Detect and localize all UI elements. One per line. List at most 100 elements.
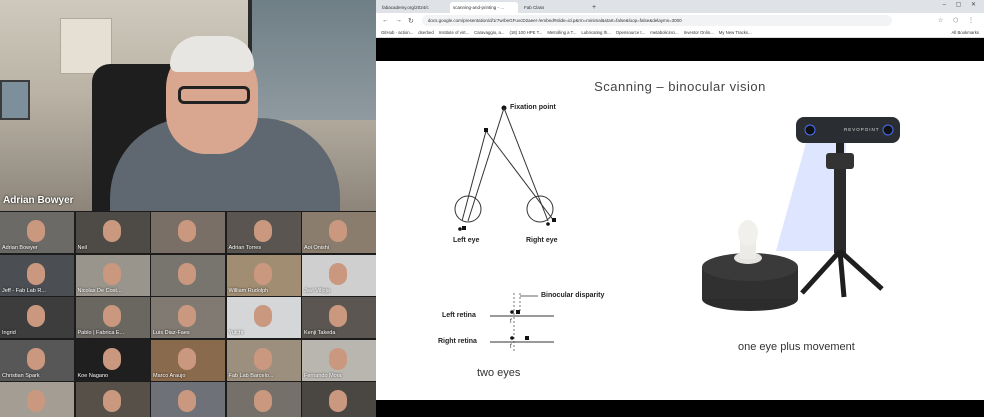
participant-tile[interactable]: Neil bbox=[75, 212, 150, 253]
bookmark-item[interactable]: Metrolling a T... bbox=[547, 30, 577, 35]
participant-tile[interactable]: Ingrid bbox=[0, 297, 74, 338]
participant-tile[interactable] bbox=[151, 254, 225, 296]
left-eye-label: Left eye bbox=[453, 237, 480, 244]
participant-tile[interactable] bbox=[75, 382, 150, 417]
object-marker bbox=[484, 128, 488, 132]
participant-tile[interactable]: Adrian Bowyer bbox=[0, 212, 74, 253]
participant-tile[interactable] bbox=[302, 382, 376, 417]
participant-name: Fab Lab Barcelo... bbox=[228, 372, 274, 379]
participant-tile[interactable] bbox=[226, 382, 301, 417]
slide-title: Scanning – binocular vision bbox=[594, 79, 766, 94]
bookmark-item[interactable]: GitHub · action... bbox=[381, 30, 414, 35]
left-retina-label: Left retina bbox=[442, 312, 476, 319]
right-retina-dot bbox=[510, 336, 514, 340]
bookmark-item[interactable]: My New Tracks... bbox=[718, 30, 752, 35]
right-eye-label: Right eye bbox=[526, 237, 558, 244]
window-controls[interactable]: – ▢ ✕ bbox=[942, 2, 980, 8]
browser-tab[interactable]: scanning-and-printing - ... bbox=[450, 2, 518, 13]
tripod-leg-left bbox=[800, 249, 842, 295]
participant-tile[interactable]: William Rudolph bbox=[226, 254, 301, 296]
bookmark-item[interactable]: (18) 100 HPE T... bbox=[509, 30, 543, 35]
participant-face bbox=[253, 220, 272, 242]
participant-tile[interactable]: Adrian Torres bbox=[226, 212, 301, 253]
tripod-leg-center bbox=[837, 250, 847, 298]
right-retina-label: Right retina bbox=[438, 338, 477, 345]
participant-tile[interactable]: Marco Araujo bbox=[151, 339, 225, 381]
url-field[interactable]: docs.google.com/presentation/d/1r7wrbeGF… bbox=[421, 15, 892, 26]
participant-name: Javi Villoja bbox=[304, 287, 330, 294]
participant-tile[interactable]: Koe Nagano bbox=[75, 339, 150, 381]
participant-face bbox=[178, 262, 196, 285]
caption-one-eye-plus-movement: one eye plus movement bbox=[738, 341, 855, 353]
bookmark-item[interactable]: Institute of virt... bbox=[438, 30, 470, 35]
left-eye-circle bbox=[454, 195, 482, 223]
bust-neck bbox=[740, 241, 756, 259]
left-retina-dot bbox=[510, 310, 514, 314]
right-eye-image-dot bbox=[546, 222, 550, 226]
scanner-illustration bbox=[702, 117, 900, 311]
extension-icons[interactable]: ☆ ⬡ ⋮ bbox=[938, 18, 978, 24]
participant-face bbox=[102, 347, 121, 370]
participant-face bbox=[329, 347, 347, 370]
right-eye-image-square bbox=[552, 218, 556, 222]
participant-tile[interactable] bbox=[151, 382, 225, 417]
fixation-point-label: Fixation point bbox=[510, 104, 556, 111]
back-icon[interactable]: ← bbox=[382, 17, 389, 24]
participant-tile[interactable]: Kenji Takeda bbox=[302, 297, 376, 338]
ray-left-outer bbox=[467, 107, 505, 222]
right-eye-circle bbox=[526, 195, 554, 223]
bust-head bbox=[738, 220, 758, 246]
forward-icon[interactable]: → bbox=[395, 17, 402, 24]
bookmark-item[interactable]: metabolicinci... bbox=[650, 30, 679, 35]
active-speaker-video[interactable]: Adrian Bowyer bbox=[0, 0, 376, 211]
participant-tile[interactable] bbox=[151, 212, 225, 253]
browser-tab[interactable]: Fab Class bbox=[521, 2, 589, 13]
participant-tile[interactable]: Christian Spark bbox=[0, 339, 74, 381]
participant-tile[interactable]: Nicolas De Cost... bbox=[75, 254, 150, 296]
left-retina-square bbox=[516, 310, 520, 314]
bookmark-item[interactable]: Lubricating th... bbox=[581, 30, 611, 35]
new-tab-button[interactable]: + bbox=[592, 4, 597, 11]
f-label-right: f bbox=[510, 344, 512, 350]
participant-name: Pablo | Fabrica E... bbox=[77, 330, 125, 336]
f-label-left: f bbox=[510, 319, 512, 325]
participant-name: Fernando Mora bbox=[304, 372, 342, 379]
bookmark-item[interactable]: dserbed bbox=[418, 30, 434, 35]
participant-name: Luis Diaz-Faes bbox=[153, 330, 190, 336]
participant-tile[interactable]: Fernando Mora bbox=[302, 339, 376, 381]
participant-tile[interactable]: Luis Diaz-Faes bbox=[151, 297, 225, 338]
background-picture bbox=[0, 80, 30, 120]
reload-icon[interactable]: ↻ bbox=[408, 17, 414, 25]
bookmark-item[interactable]: Opensource t... bbox=[615, 30, 646, 35]
ray-right-outer bbox=[503, 107, 549, 222]
participant-face bbox=[329, 305, 347, 327]
turntable-top bbox=[702, 253, 798, 281]
bookmark-item[interactable]: Investor Onlin... bbox=[683, 30, 714, 35]
participant-tile[interactable]: Jeff - Fab Lab R... bbox=[0, 254, 74, 296]
participant-tile[interactable]: Yuichi bbox=[226, 297, 301, 338]
background-shelf bbox=[60, 18, 112, 74]
participant-tile[interactable]: Javi Villoja bbox=[302, 254, 376, 296]
participant-tile[interactable]: Pablo | Fabrica E... bbox=[75, 297, 150, 338]
scanner-light-beam bbox=[776, 143, 846, 251]
participant-tile[interactable] bbox=[0, 382, 74, 417]
participant-face bbox=[102, 305, 121, 327]
browser-tab[interactable]: fabacademy.org/2024/c bbox=[379, 2, 447, 13]
all-bookmarks-button[interactable]: All Bookmarks bbox=[951, 30, 979, 35]
scanner-handle-top bbox=[826, 153, 854, 169]
participant-name: Marco Araujo bbox=[153, 372, 186, 379]
participant-tile[interactable]: Fab Lab Barcelo... bbox=[226, 339, 301, 381]
participant-face bbox=[253, 305, 272, 327]
scanner-body bbox=[796, 117, 900, 143]
scanner-brand: REVOPOINT bbox=[844, 127, 880, 132]
bookmark-item[interactable]: Caravaggio, a... bbox=[474, 30, 505, 35]
tripod-pole bbox=[834, 169, 846, 253]
speaker-hair bbox=[170, 36, 254, 72]
participant-name: Ingrid bbox=[2, 330, 16, 336]
participant-tile[interactable]: Aoi Onishi bbox=[302, 212, 376, 253]
participant-face bbox=[178, 220, 196, 242]
binocular-diagram bbox=[454, 105, 900, 353]
participant-face bbox=[253, 262, 272, 285]
